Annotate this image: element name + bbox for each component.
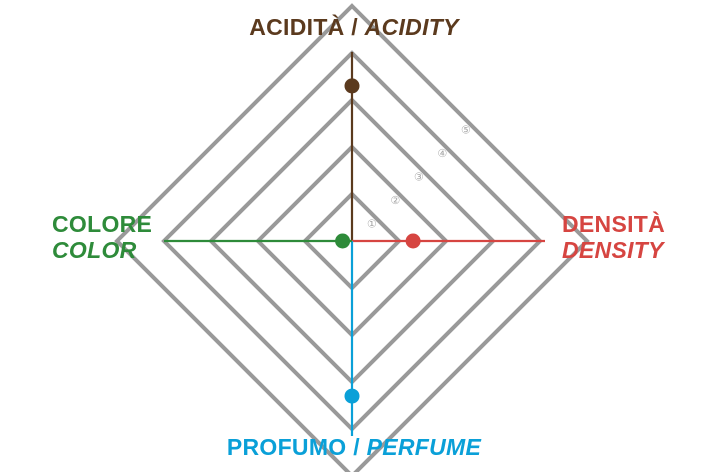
ring-number-2: ② xyxy=(390,194,400,207)
ring-number-5: ⑤ xyxy=(461,123,471,136)
ring-number-3: ③ xyxy=(414,170,424,183)
ring-number-labels: ①② ③④ ⑤ xyxy=(367,123,471,230)
axis-name-acidity: ACIDITÀ xyxy=(249,14,345,40)
radar-ring-5 xyxy=(114,3,590,472)
axis-name-en-acidity: ACIDITY xyxy=(364,14,459,40)
ring-number-1: ① xyxy=(367,217,377,230)
axis-name-en-color: COLOR xyxy=(52,237,137,263)
point-density xyxy=(405,233,421,249)
axis-name-color: COLORE xyxy=(52,211,153,237)
radar-points xyxy=(335,78,421,404)
ring-number-4: ④ xyxy=(437,147,447,160)
axis-name-en-density: DENSITY xyxy=(562,237,664,263)
point-color xyxy=(335,233,351,249)
axis-label-color: COLORE COLOR xyxy=(52,211,152,263)
axis-separator-acidity: / xyxy=(344,14,365,40)
axis-name-perfume: PROFUMO xyxy=(226,434,347,460)
axis-name-en-perfume: PERFUME xyxy=(366,434,482,460)
axis-label-density: DENSITÀ DENSITY xyxy=(562,211,665,263)
axis-label-perfume: PROFUMO / PERFUME xyxy=(0,434,708,460)
point-acidity xyxy=(344,78,360,94)
point-perfume xyxy=(344,388,360,404)
axis-name-density: DENSITÀ xyxy=(562,211,666,237)
axis-separator-perfume: / xyxy=(346,434,367,460)
axis-label-acidity: ACIDITÀ / ACIDITY xyxy=(0,14,708,40)
